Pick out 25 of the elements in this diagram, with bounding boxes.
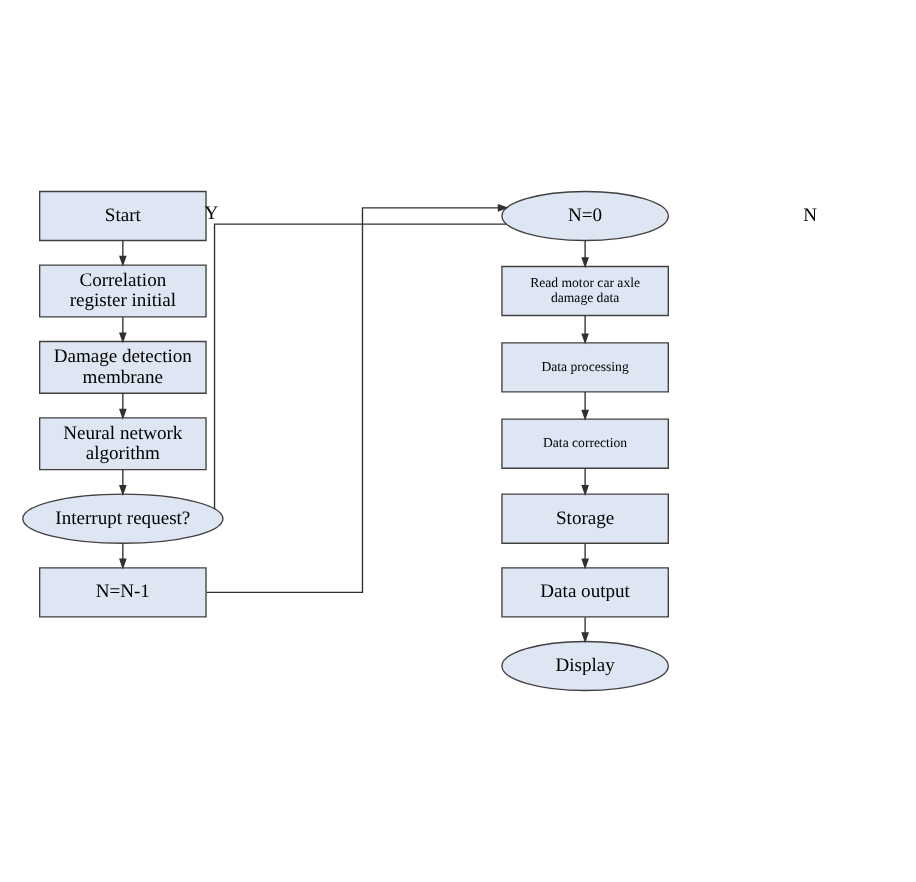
arrow [205, 204, 509, 594]
arrow [581, 542, 589, 570]
node-ellipse: Display [501, 640, 669, 692]
arrow [119, 239, 127, 267]
arrow [581, 391, 589, 421]
arrow [581, 467, 589, 496]
arrow [119, 542, 127, 570]
arrow [119, 392, 127, 420]
connector [213, 223, 508, 510]
edge-label: Y [204, 203, 219, 225]
arrow [581, 314, 589, 345]
node-box: Storage [501, 493, 669, 544]
arrow [581, 616, 589, 644]
node-box: Correlation register initial [39, 264, 207, 318]
node-box: N=N-1 [39, 567, 207, 618]
label: N [803, 205, 818, 228]
node-box: Start [39, 190, 207, 242]
node-box: Damage detection membrane [39, 340, 207, 394]
arrow [119, 469, 127, 496]
node-ellipse: N=0 [501, 190, 669, 242]
node-ellipse: Interrupt request? [22, 493, 224, 544]
node-box: Data output [501, 567, 669, 618]
node-box: Neural network algorithm [39, 417, 207, 471]
arrow [119, 316, 127, 344]
arrow [581, 239, 589, 269]
